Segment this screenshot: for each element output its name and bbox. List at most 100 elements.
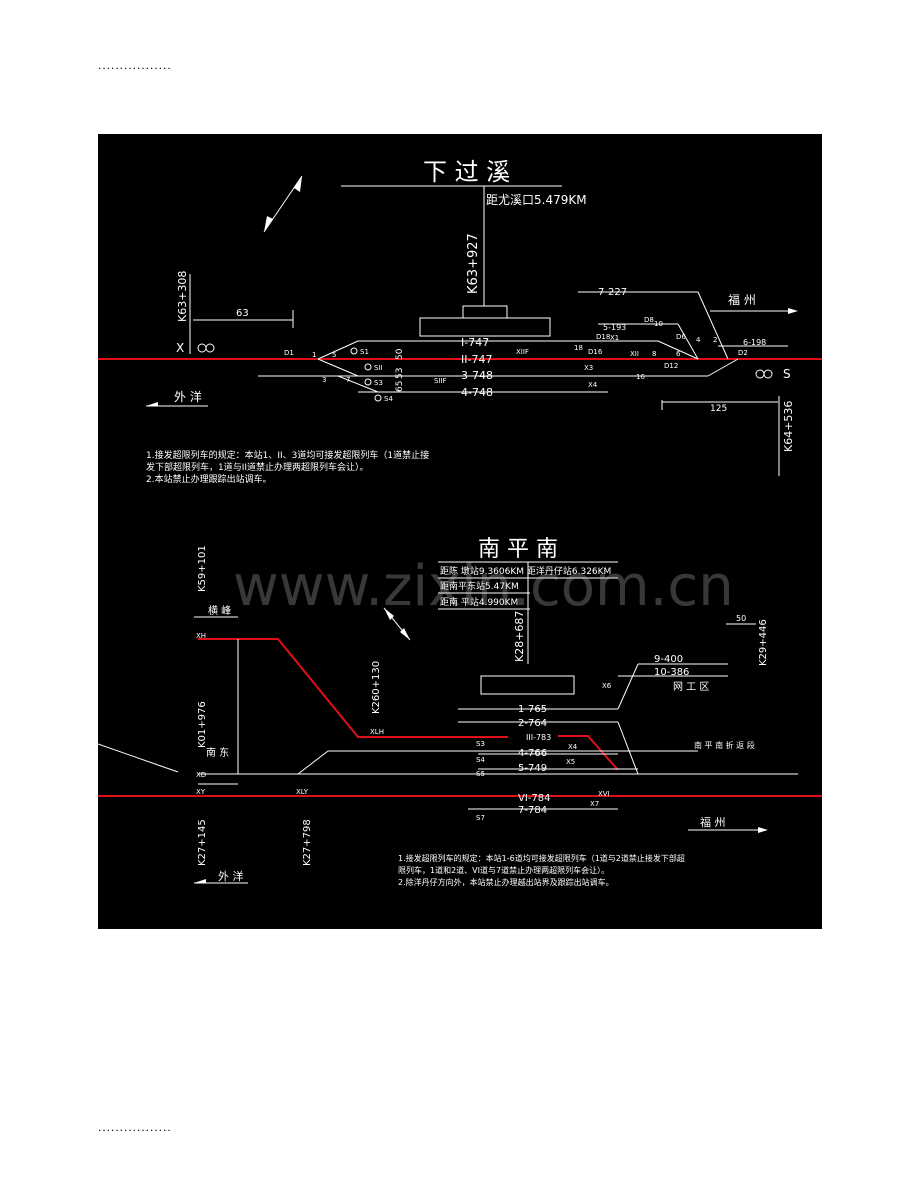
s1-signal-X1: X1 — [610, 334, 619, 342]
svg-text:3: 3 — [322, 376, 326, 384]
station1-note-3: 2.本站禁止办理跟踪出站调车。 — [146, 473, 272, 485]
arrow-left-icon — [146, 402, 158, 406]
s1-signal-D6: D6 — [676, 333, 686, 341]
station1-signal-s: S — [783, 367, 791, 381]
station2-km-topleft: K59+101 — [197, 545, 208, 592]
s1-track-6: 6-198 — [743, 338, 766, 347]
s1-track-1: I-747 — [461, 336, 489, 349]
station1-title: 下 过 溪 — [423, 158, 510, 186]
station2-group: 南 平 南 距陈 墩站9.3606KM 距洋丹仔站6.326KM 距南平东站5.… — [98, 537, 822, 887]
s2-signal-XH: XH — [196, 632, 206, 640]
s1-signal-XII: XII — [630, 350, 639, 358]
s2-track-4: 4-766 — [518, 748, 547, 759]
station2-distance-1: 距陈 墩站9.3606KM 距洋丹仔站6.326KM — [440, 565, 611, 577]
s2-signal-X4: X4 — [568, 743, 578, 751]
station1-note-1: 1.接发超限列车的规定：本站1、II、3道均可接发超限列车（1道禁止接 — [146, 449, 429, 461]
s1-signal-XIIF: XIIF — [516, 348, 529, 356]
station1-dim-left: 63 — [236, 308, 249, 319]
svg-text:6: 6 — [676, 350, 681, 358]
north-arrow-2-icon — [383, 607, 411, 641]
station2-dim-right: 50 — [736, 614, 746, 623]
station2-distance-3: 距南 平站4.990KM — [440, 596, 518, 608]
s1-signal-D12: D12 — [664, 362, 678, 370]
station2-branch-line: 南 平 南 折 返 段 — [694, 740, 755, 750]
s2-track-10: 10-386 — [654, 667, 689, 678]
station2-km-center: K28+687 — [513, 611, 526, 662]
station1-distance: 距尤溪口5.479KM — [486, 193, 587, 207]
s2-track-9: 9-400 — [654, 654, 683, 665]
s1-signal-D8: D8 — [644, 316, 654, 324]
svg-text:16: 16 — [636, 373, 645, 381]
s2-track-7: 7-784 — [518, 805, 547, 816]
s1-length-53: 53 — [395, 368, 405, 379]
station2-km-mid: K260+130 — [371, 661, 382, 714]
s1-signal-SII: SII — [374, 364, 383, 372]
s1-signal-X4: X4 — [588, 381, 598, 389]
station2-title: 南 平 南 — [478, 537, 558, 562]
svg-text:10: 10 — [654, 320, 663, 328]
s1-track-5: 5-193 — [603, 323, 626, 332]
s2-signal-XLH: XLH — [370, 728, 384, 736]
station2-distance-2: 距南平东站5.47KM — [440, 580, 519, 592]
top-dotted-line: ................. — [98, 58, 172, 72]
s2-track-5: 5-749 — [518, 763, 547, 774]
svg-text:7: 7 — [346, 376, 350, 384]
station2-note-2: 限列车，1道和2道、VI道与7道禁止办理两超限列车会让）。 — [398, 865, 609, 875]
station2-km-right: K29+446 — [758, 619, 769, 666]
svg-text:8: 8 — [652, 350, 656, 358]
s2-signal-XLY: XLY — [296, 788, 309, 796]
station1-signal-x: X — [176, 341, 184, 355]
s2-signal-S7: S7 — [476, 814, 485, 822]
s2-signal-XVI: XVI — [598, 790, 610, 798]
diagram-svg: 下 过 溪 距尤溪口5.479KM K63+927 K63+308 63 X — [98, 158, 822, 887]
s1-signal-S3: S3 — [374, 379, 383, 387]
s1-signal-SIIF: SIIF — [434, 377, 447, 385]
s1-track-4: 4-748 — [461, 386, 493, 399]
station2-dir-fuzhou: 福 州 — [700, 815, 726, 829]
s2-signal-X6: X6 — [602, 682, 612, 690]
station2-note-3: 2.除洋丹仔方向外，本站禁止办理越出站界及跟踪出站调车。 — [398, 877, 614, 887]
station1-km-center: K63+927 — [466, 233, 481, 294]
station1-dir-fuzhou: 福 州 — [728, 292, 756, 307]
arrow-right-icon — [788, 308, 798, 314]
s2-track-6: VI-784 — [518, 793, 551, 804]
s1-signal-D16: D16 — [588, 348, 603, 356]
s2-track-1: 1-765 — [518, 704, 547, 715]
s1-signal-D18: D18 — [596, 333, 610, 341]
s2-signal-X7: X7 — [590, 800, 599, 808]
station2-depot: 网 工 区 — [673, 681, 709, 693]
bottom-dotted-line: ................. — [98, 1120, 172, 1134]
station2-dir-nandong: 南 东 — [206, 746, 229, 759]
s2-track-3: III-783 — [526, 733, 551, 742]
s1-track-7: 7-227 — [598, 287, 627, 298]
s2-signal-XY: XY — [196, 788, 206, 796]
station1-dir-waiyang: 外 洋 — [174, 389, 202, 404]
svg-text:18: 18 — [574, 344, 583, 352]
arrow-right-2-icon — [758, 827, 768, 833]
station2-km-bottom2: K27+798 — [302, 819, 313, 866]
station1-dim-right: 125 — [710, 404, 727, 414]
station1-km-left: K63+308 — [176, 271, 189, 322]
s2-signal-X5: X5 — [566, 758, 575, 766]
arrow-left-2-icon — [194, 879, 206, 883]
s1-signal-S1: S1 — [360, 348, 369, 356]
svg-text:1: 1 — [312, 351, 316, 359]
north-arrow-icon — [263, 175, 303, 233]
station1-building — [419, 317, 551, 337]
station2-dir-hengfeng: 横 峰 — [208, 604, 231, 617]
s1-signal-D1: D1 — [284, 349, 294, 357]
s1-track-2: II-747 — [461, 353, 492, 366]
svg-text:5: 5 — [332, 351, 336, 359]
s2-signal-XD: XD — [196, 771, 206, 779]
svg-text:4: 4 — [696, 336, 701, 344]
s2-signal-S4: S4 — [476, 756, 485, 764]
svg-text:2: 2 — [713, 336, 717, 344]
station2-building — [480, 675, 575, 695]
s1-signal-S4: S4 — [384, 395, 393, 403]
s1-signal-X3: X3 — [584, 364, 593, 372]
s1-length-50: 50 — [395, 348, 405, 360]
station2-note-1: 1.接发超限列车的规定：本站1-6道均可接发超限列车（1道与2道禁止接发下部超 — [398, 853, 685, 863]
s2-signal-S5: S5 — [476, 770, 485, 778]
station2-km-left: K01+976 — [197, 701, 208, 748]
s1-length-65: 65 — [395, 381, 405, 392]
